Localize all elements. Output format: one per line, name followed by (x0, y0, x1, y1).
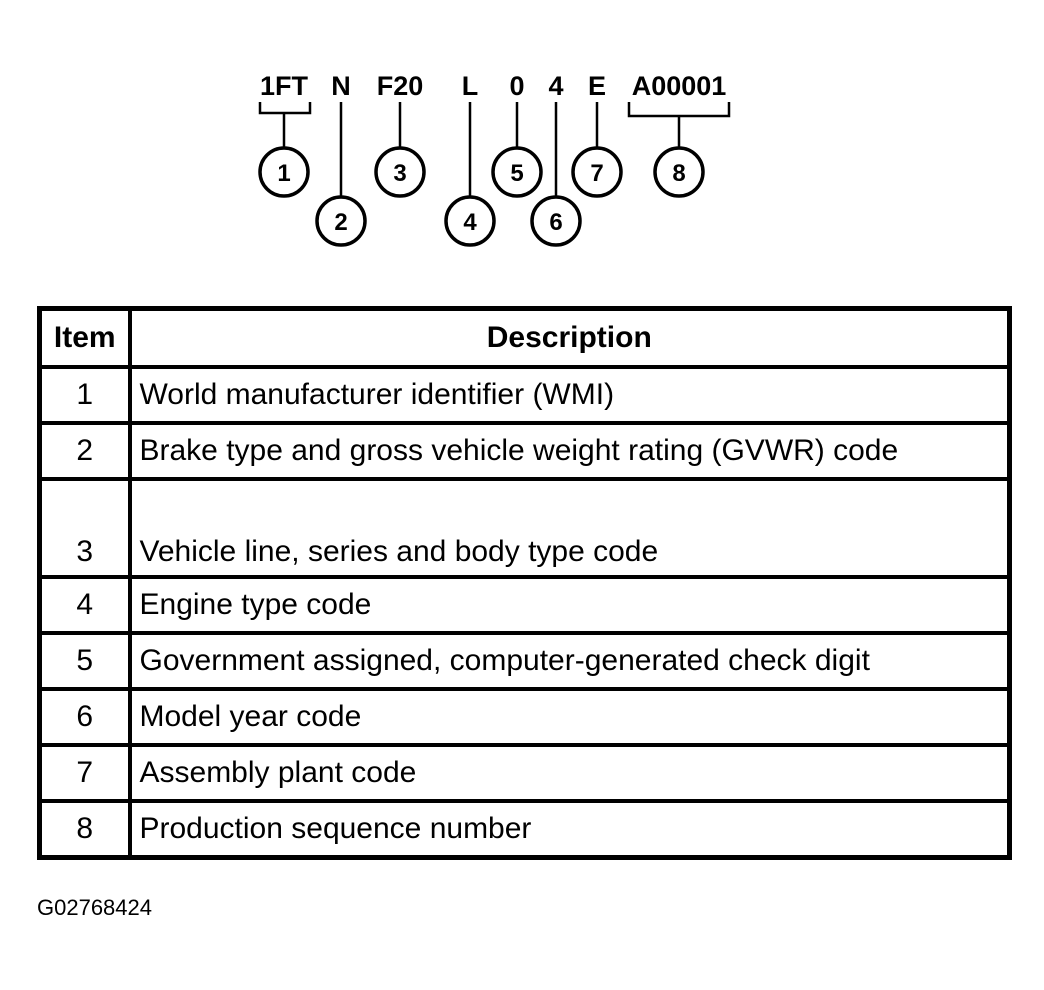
item-number: 4 (37, 575, 132, 635)
header-item: Item (37, 306, 132, 369)
table-row: 8 Production sequence number (37, 799, 1012, 860)
callout-2-number: 2 (334, 209, 347, 236)
callout-5-number: 5 (510, 160, 523, 187)
header-description: Description (127, 306, 1012, 369)
callout-5: 5 (491, 146, 543, 198)
item-number: 1 (37, 365, 132, 425)
vin-segment-1: 1FT (260, 71, 309, 101)
item-description: Vehicle line, series and body type code (127, 477, 1012, 579)
vin-segment-8: A00001 (632, 71, 727, 101)
vin-segment-5: 0 (509, 71, 524, 101)
vin-breakdown-diagram: 1FT N F20 L 0 4 E A00001 1 3 5 7 8 2 4 (258, 71, 731, 247)
vin-segment-6: 4 (548, 71, 563, 101)
callout-8-number: 8 (672, 160, 685, 187)
callout-7: 7 (571, 146, 623, 198)
item-description: World manufacturer identifier (WMI) (127, 365, 1012, 425)
item-description: Assembly plant code (127, 743, 1012, 803)
callout-4-number: 4 (463, 209, 477, 236)
leader-8 (627, 102, 731, 148)
item-number: 6 (37, 687, 132, 747)
table-row: 4 Engine type code (37, 575, 1012, 635)
item-description: Production sequence number (127, 799, 1012, 860)
callout-2: 2 (315, 195, 367, 247)
table-row: 5 Government assigned, computer-generate… (37, 631, 1012, 691)
callout-6: 6 (530, 195, 582, 247)
item-number: 5 (37, 631, 132, 691)
callout-1-number: 1 (277, 160, 290, 187)
table-row: 3 Vehicle line, series and body type cod… (37, 477, 1012, 579)
item-description: Government assigned, computer-generated … (127, 631, 1012, 691)
vin-segment-2: N (331, 71, 351, 101)
callout-4: 4 (444, 195, 496, 247)
vin-segment-3: F20 (377, 71, 424, 101)
table-row: 1 World manufacturer identifier (WMI) (37, 365, 1012, 425)
callout-7-number: 7 (590, 160, 603, 187)
callout-6-number: 6 (549, 209, 562, 236)
vin-description-table: Item Description 1 World manufacturer id… (37, 306, 1012, 860)
callout-3-number: 3 (393, 160, 406, 187)
vin-segment-4: L (462, 71, 479, 101)
item-description: Engine type code (127, 575, 1012, 635)
table-row: 7 Assembly plant code (37, 743, 1012, 803)
callout-8: 8 (653, 146, 705, 198)
vin-segment-7: E (588, 71, 606, 101)
table-header-row: Item Description (37, 306, 1012, 369)
callout-1: 1 (258, 146, 310, 198)
table-row: 6 Model year code (37, 687, 1012, 747)
item-number: 7 (37, 743, 132, 803)
item-description: Model year code (127, 687, 1012, 747)
item-number: 3 (37, 477, 132, 579)
item-number: 8 (37, 799, 132, 860)
item-description: Brake type and gross vehicle weight rati… (127, 421, 1012, 481)
callout-3: 3 (374, 146, 426, 198)
leader-1 (258, 102, 312, 148)
figure-id: G02768424 (37, 895, 152, 920)
table-row: 2 Brake type and gross vehicle weight ra… (37, 421, 1012, 481)
item-number: 2 (37, 421, 132, 481)
